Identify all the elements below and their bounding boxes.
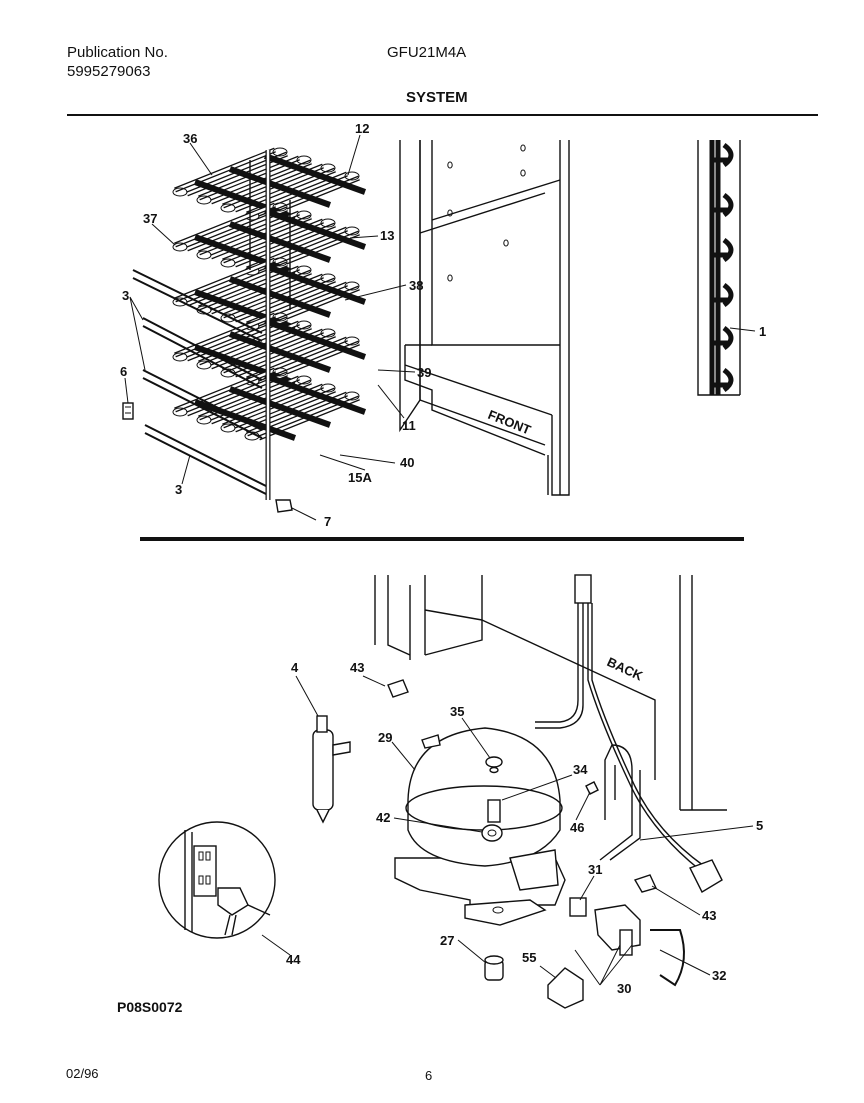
callout-44: 44 bbox=[286, 952, 301, 967]
condenser-coil bbox=[709, 140, 734, 395]
figure-code: P08S0072 bbox=[117, 999, 183, 1015]
lower-callouts: 4 43 35 29 34 46 5 42 31 43 27 55 30 32 … bbox=[286, 660, 763, 996]
cabinet-interior: FRONT bbox=[399, 140, 570, 496]
clip-7-icon bbox=[275, 499, 293, 513]
model-number: GFU21M4A bbox=[387, 44, 467, 61]
callout-37: 37 bbox=[143, 211, 157, 226]
callout-38: 38 bbox=[409, 278, 423, 293]
coil-shelf bbox=[172, 367, 367, 441]
callout-40: 40 bbox=[400, 455, 414, 470]
date-code: 02/96 bbox=[66, 1066, 99, 1081]
callout-42: 42 bbox=[376, 810, 390, 825]
base-plate bbox=[464, 899, 547, 926]
callout-5: 5 bbox=[756, 818, 763, 833]
page-number: 6 bbox=[425, 1068, 433, 1083]
callout-31: 31 bbox=[588, 862, 602, 877]
clamp-wire-icon bbox=[650, 929, 685, 987]
callout-43-bottom: 43 bbox=[702, 908, 716, 923]
callout-39: 39 bbox=[417, 365, 431, 380]
section-title: SYSTEM bbox=[406, 89, 468, 106]
callout-3-upper: 3 bbox=[122, 288, 129, 303]
section-divider bbox=[140, 537, 744, 541]
side-wall bbox=[697, 140, 741, 396]
screw-46-icon bbox=[585, 781, 599, 795]
publication-label: Publication No. bbox=[67, 44, 168, 61]
callout-3-lower: 3 bbox=[175, 482, 182, 497]
relay-cover-icon bbox=[547, 967, 584, 1009]
header-rule bbox=[67, 114, 818, 116]
callout-4: 4 bbox=[291, 660, 299, 675]
mounting-hardware-icon bbox=[481, 756, 503, 842]
relay-overload-icon bbox=[569, 897, 641, 956]
callout-43-top: 43 bbox=[350, 660, 364, 675]
grommet-icon bbox=[484, 955, 504, 981]
clip-43-icon bbox=[387, 679, 657, 893]
callout-11: 11 bbox=[402, 418, 416, 433]
callout-1: 1 bbox=[759, 324, 766, 339]
callout-7: 7 bbox=[324, 514, 331, 529]
callout-30: 30 bbox=[617, 981, 631, 996]
front-label: FRONT bbox=[486, 407, 533, 438]
callout-46: 46 bbox=[570, 820, 584, 835]
callout-34: 34 bbox=[573, 762, 588, 777]
coil-shelf bbox=[172, 202, 367, 276]
callout-29: 29 bbox=[378, 730, 392, 745]
lower-leader-lines bbox=[261, 675, 754, 986]
callout-32: 32 bbox=[712, 968, 726, 983]
wiring-harness bbox=[535, 574, 723, 893]
callout-35: 35 bbox=[450, 704, 464, 719]
upper-callouts: 36 12 37 13 38 3 1 6 39 11 40 15A 3 7 bbox=[120, 121, 766, 529]
callout-13: 13 bbox=[380, 228, 394, 243]
tubing bbox=[599, 744, 641, 861]
publication-number: 5995279063 bbox=[67, 63, 151, 80]
upper-leader-lines bbox=[124, 134, 756, 521]
callout-55: 55 bbox=[522, 950, 536, 965]
coil-shelf bbox=[172, 257, 367, 331]
callout-15a: 15A bbox=[348, 470, 372, 485]
coil-shelf bbox=[172, 147, 367, 221]
compressor-icon bbox=[394, 727, 566, 920]
callout-12: 12 bbox=[355, 121, 369, 136]
outlet-inset bbox=[158, 821, 276, 939]
evaporator-shelves bbox=[172, 147, 367, 441]
vertical-tube bbox=[249, 150, 291, 500]
callout-6: 6 bbox=[120, 364, 127, 379]
callout-27: 27 bbox=[440, 933, 454, 948]
filter-drier-icon bbox=[312, 715, 351, 824]
callout-36: 36 bbox=[183, 131, 197, 146]
clip-6-icon bbox=[122, 402, 134, 420]
shelf-rails bbox=[132, 269, 269, 496]
